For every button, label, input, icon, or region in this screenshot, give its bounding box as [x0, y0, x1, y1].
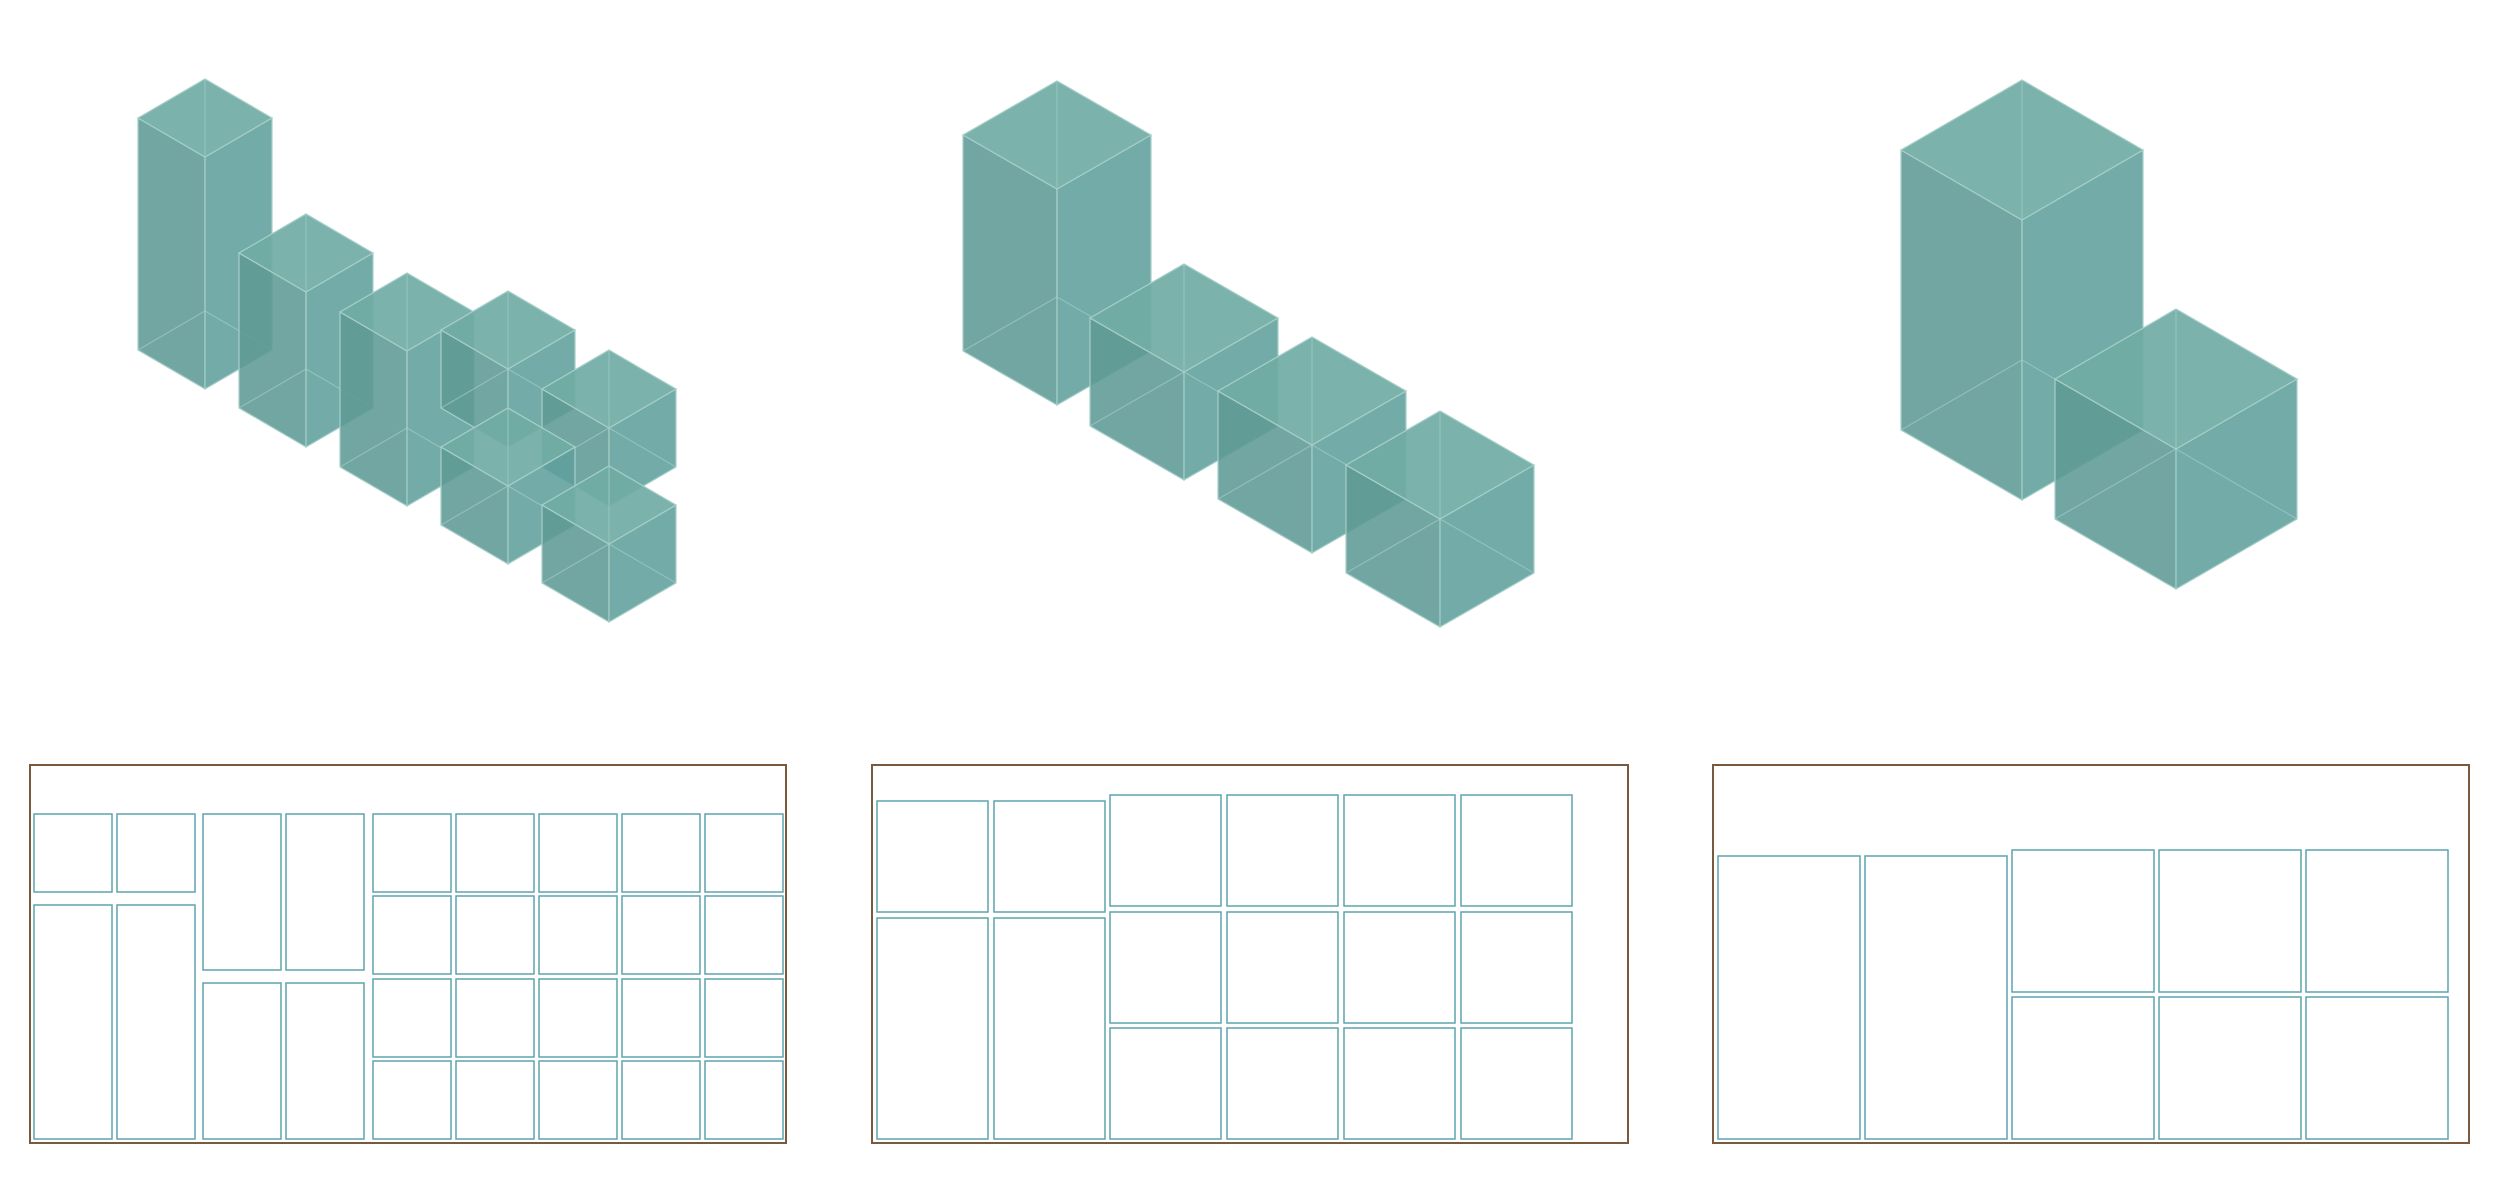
- plan-views: [29, 764, 2470, 1144]
- plan-cell: [2158, 996, 2302, 1140]
- plan-cell: [285, 982, 365, 1140]
- plan-cell: [538, 1060, 618, 1140]
- box-left-face: [137, 116, 206, 391]
- plan-cell: [1226, 911, 1339, 1024]
- plan-cell: [2305, 996, 2449, 1140]
- plan-cell: [33, 904, 113, 1140]
- plan-cell: [2011, 849, 2155, 993]
- plan-cell: [372, 978, 452, 1058]
- plan-cell: [1460, 911, 1573, 1024]
- plan-cell: [455, 895, 535, 975]
- plan-cell: [33, 813, 113, 893]
- plan-cell: [285, 813, 365, 971]
- plan-cell: [1226, 1027, 1339, 1140]
- plan-cell: [704, 813, 784, 893]
- plan-cell: [1226, 794, 1339, 907]
- plan-cell: [704, 895, 784, 975]
- cube-box: [2053, 308, 2299, 591]
- plan-cell: [621, 813, 701, 893]
- plan-cell: [2158, 849, 2302, 993]
- plan-cell: [372, 1060, 452, 1140]
- plan-cell: [1109, 794, 1222, 907]
- plan-cell: [1343, 1027, 1456, 1140]
- plan-cell: [538, 813, 618, 893]
- iso-group-a: [136, 78, 678, 624]
- plan-cell: [621, 895, 701, 975]
- plan-cell: [455, 978, 535, 1058]
- plan-cell: [1717, 855, 1861, 1140]
- plan-cell: [1460, 1027, 1573, 1140]
- plan-cell: [1864, 855, 2008, 1140]
- plan-cell: [1109, 1027, 1222, 1140]
- plan-b: [871, 764, 1629, 1144]
- plan-cell: [1460, 794, 1573, 907]
- tall-box: [1899, 79, 2145, 502]
- plan-cell: [202, 813, 282, 971]
- plan-cell: [876, 917, 989, 1140]
- plan-cell: [2011, 996, 2155, 1140]
- iso-group-b: [961, 80, 1536, 629]
- plan-cell: [993, 800, 1106, 913]
- cube-box: [540, 465, 678, 624]
- iso-group-c: [1899, 79, 2299, 591]
- plan-cell: [993, 917, 1106, 1140]
- plan-a: [29, 764, 787, 1144]
- plan-c: [1712, 764, 2470, 1144]
- cube-box: [1344, 410, 1536, 629]
- plan-cell: [2305, 849, 2449, 993]
- plan-cell: [876, 800, 989, 913]
- plan-cell: [455, 1060, 535, 1140]
- plan-cell: [621, 1060, 701, 1140]
- plan-cell: [372, 895, 452, 975]
- plan-cell: [704, 1060, 784, 1140]
- plan-cell: [1343, 794, 1456, 907]
- plan-cell: [372, 813, 452, 893]
- isometric-views: [136, 78, 2299, 629]
- plan-cell: [116, 904, 196, 1140]
- plan-cell: [455, 813, 535, 893]
- plan-cell: [1109, 911, 1222, 1024]
- plan-cell: [202, 982, 282, 1140]
- plan-cell: [538, 895, 618, 975]
- plan-cell: [621, 978, 701, 1058]
- plan-cell: [704, 978, 784, 1058]
- plan-cell: [538, 978, 618, 1058]
- plan-cell: [1343, 911, 1456, 1024]
- plan-cell: [116, 813, 196, 893]
